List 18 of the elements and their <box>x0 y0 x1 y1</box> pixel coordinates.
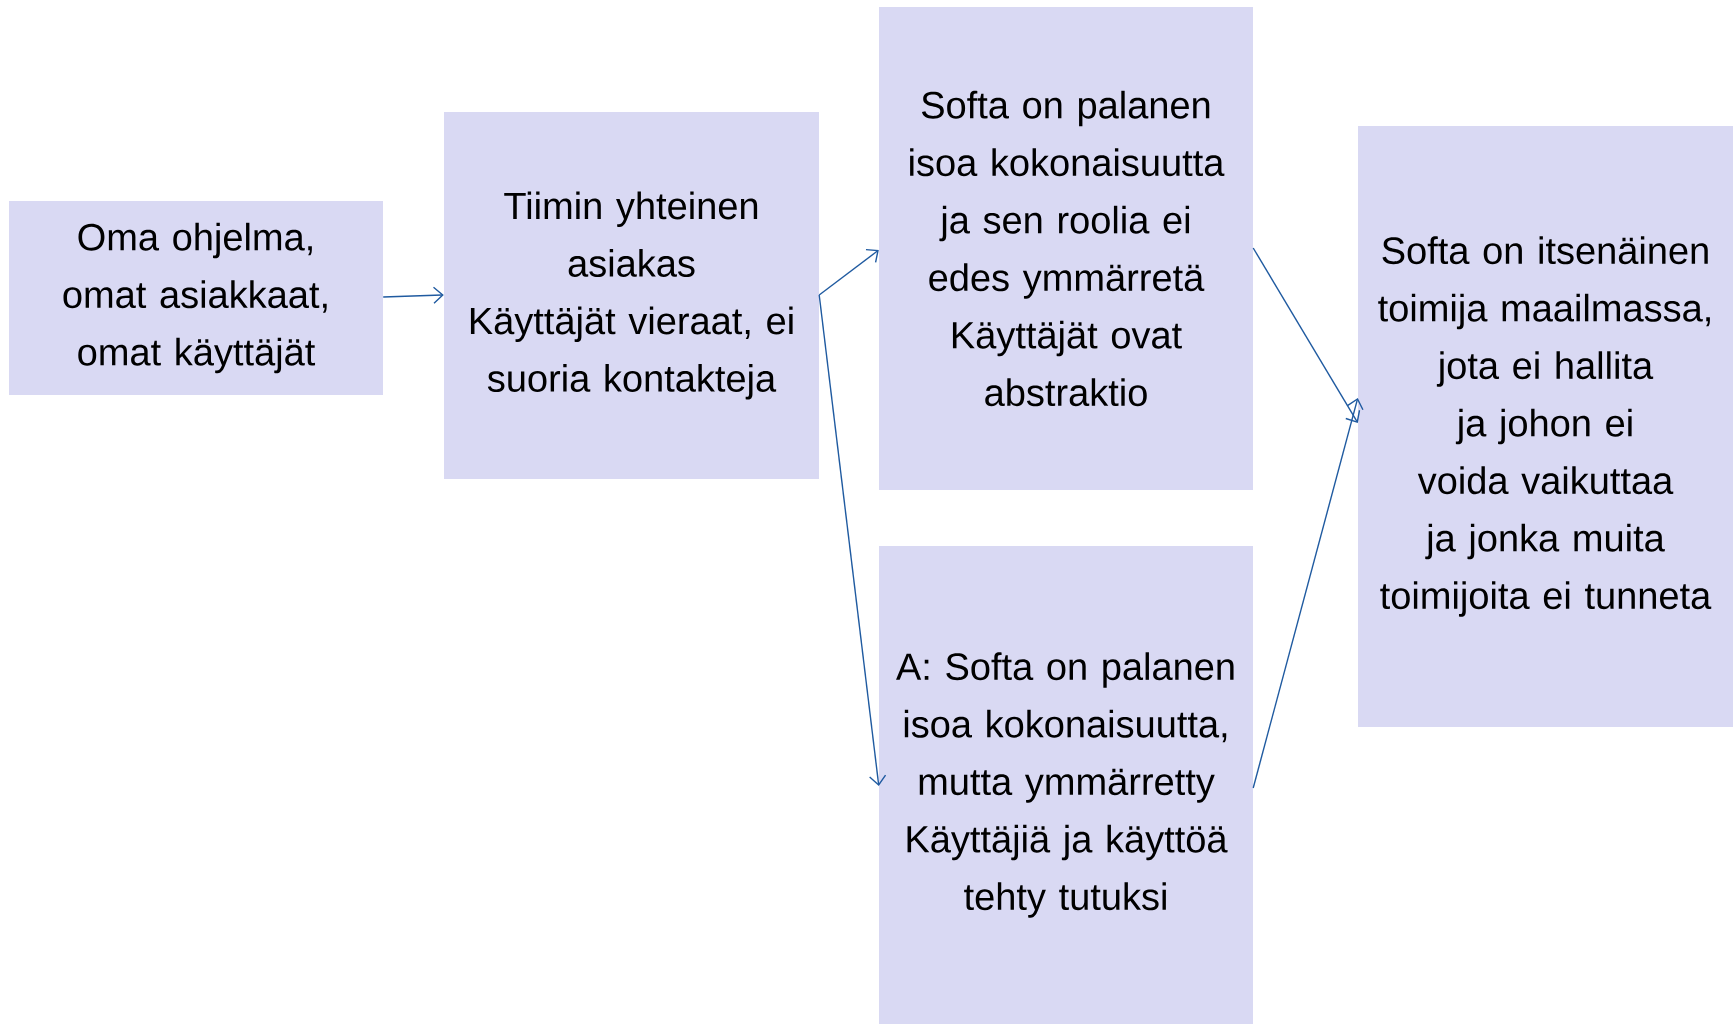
arrow <box>818 248 879 296</box>
arrow <box>818 294 887 786</box>
box-text: Käyttäjät vieraat, ei suoria kontakteja <box>470 306 793 400</box>
box-text: Tiimin yhteinen asiakas <box>504 191 758 277</box>
text-box <box>9 201 383 395</box>
arrow <box>382 286 444 304</box>
box-text: Oma ohjelma, omat asiakkaat, omat käyttäjät <box>63 222 327 374</box>
text-box <box>1358 126 1733 727</box>
arrow <box>1252 398 1364 789</box>
text-box <box>879 546 1253 1024</box>
box-text: Softa on itsenäinen toimija maailmassa, jota ei hallita ja johon ei voida vaikuttaa ja jonka muita toimijoita ei tunneta <box>1378 236 1712 617</box>
box-text: Käyttäjiä ja käyttöä tehty tutuksi <box>907 824 1228 918</box>
text-box <box>444 112 819 479</box>
box-text: A: Softa on palanen isoa kokonaisuutta, mutta ymmärretty <box>896 652 1234 803</box>
box-text: Käyttäjät ovat abstraktio <box>952 320 1182 407</box>
arrow <box>1252 247 1361 423</box>
box-text: Softa on palanen isoa kokonaisuutta ja sen roolia ei edes ymmärretä <box>910 90 1225 299</box>
text-box <box>879 7 1253 490</box>
